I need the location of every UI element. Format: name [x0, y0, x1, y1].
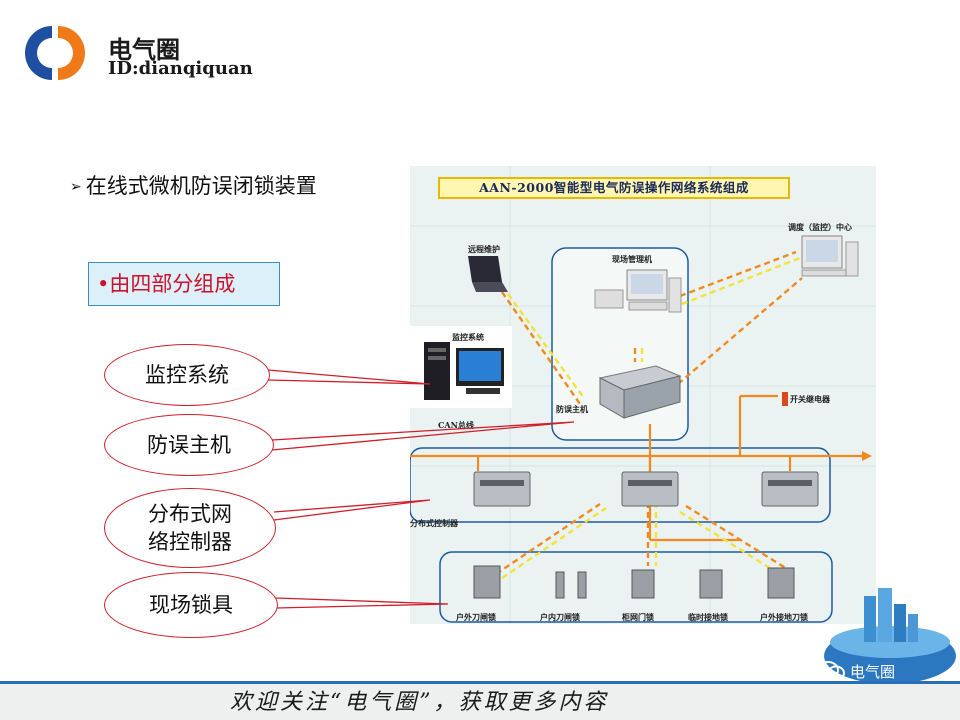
composition-box: •由四部分组成: [88, 262, 280, 306]
diagram-title: AAN-2000智能型电气防误操作网络系统组成: [438, 177, 790, 199]
wechat-icon: [817, 661, 845, 681]
label-host: 防误主机: [556, 404, 588, 414]
wechat-badge-text: 电气圈: [850, 662, 896, 681]
component-host: 防误主机: [104, 414, 274, 476]
arrow-bullet-icon: ➢: [70, 179, 82, 195]
label-relay: 开关继电器: [790, 394, 830, 404]
label-lock-temp-ground: 临时接地锁: [688, 612, 728, 622]
label-dispatch-center: 调度（监控）中心: [788, 222, 852, 232]
component-distributed-controller: 分布式网络控制器: [104, 488, 276, 568]
label-distributed-controller: 分布式控制器: [410, 518, 458, 528]
system-diagram: [410, 166, 876, 624]
footer-text: 欢迎关注“电气圈”，获取更多内容: [230, 690, 609, 715]
label-lock-indoor-switch: 户内刀闸锁: [540, 612, 580, 622]
city-globe-icon: [824, 588, 956, 684]
section-heading: ➢在线式微机防误闭锁装置: [70, 170, 317, 200]
component-monitor-system: 监控系统: [104, 344, 270, 406]
label-can-bus: CAN总线: [438, 420, 474, 430]
label-site-manager: 现场管理机: [612, 254, 652, 264]
label-lock-cabinet-door: 柜网门锁: [622, 612, 654, 622]
section-heading-text: 在线式微机防误闭锁装置: [85, 174, 317, 198]
brand-logo-icon: [24, 25, 85, 80]
brand-name: 电气圈: [108, 35, 180, 64]
diagram-graphics: [410, 166, 876, 624]
label-monitor-system: 监控系统: [452, 332, 484, 342]
brand-id: ID:dianqiquan: [108, 58, 253, 79]
footer-bar: [0, 681, 960, 720]
label-lock-outdoor-ground: 户外接地刀锁: [760, 612, 808, 622]
label-remote: 远程维护: [468, 244, 500, 254]
wechat-badge: 电气圈: [816, 660, 895, 682]
label-lock-outdoor-switch: 户外刀闸锁: [456, 612, 496, 622]
component-site-locks: 现场锁具: [104, 572, 278, 638]
